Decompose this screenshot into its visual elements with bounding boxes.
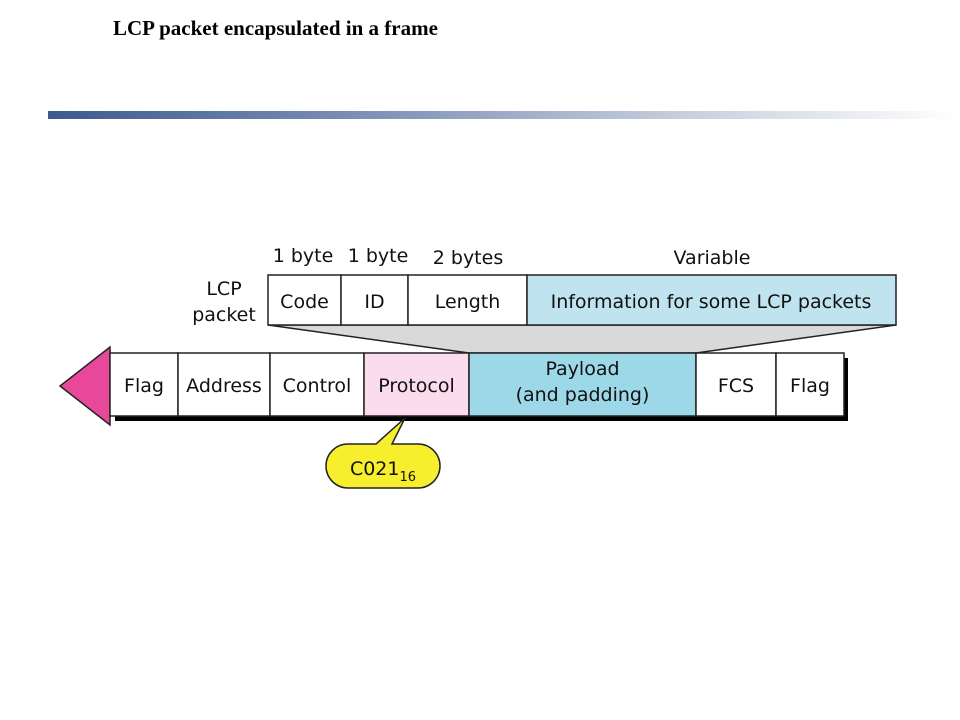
frame-control	[269, 352, 365, 417]
callout-value-subscript: 16	[400, 470, 417, 485]
field-information	[526, 274, 897, 326]
lcp-label-line1: LCP	[206, 278, 241, 300]
callout-value-main: C021	[350, 458, 400, 480]
frame-fcs-label: FCS	[718, 375, 754, 397]
size-label-information: Variable	[674, 247, 751, 269]
frame-protocol-label: Protocol	[378, 375, 455, 397]
lcp-label-line2: packet	[192, 304, 256, 326]
field-code	[267, 274, 342, 326]
field-length	[407, 274, 528, 326]
frame-protocol	[363, 352, 470, 417]
expansion-trapezoid	[267, 324, 897, 354]
frame-address-label: Address	[186, 375, 262, 397]
frame-flag-end	[775, 352, 845, 417]
frame-payload-label-line1: Payload	[545, 358, 619, 380]
frame-payload	[468, 352, 697, 417]
title-divider	[48, 111, 960, 119]
frame-flag-start-label: Flag	[124, 375, 164, 397]
frame-control-label: Control	[283, 375, 352, 397]
lcp-packet-row: Code ID Length Information for some LCP …	[267, 274, 897, 326]
callout-bubble	[325, 417, 441, 489]
protocol-value-callout: C02116	[325, 417, 441, 489]
callout-value: C02116	[350, 458, 416, 485]
field-information-label: Information for some LCP packets	[551, 291, 872, 313]
ppp-frame-row: Flag Address Control Protocol Payload (a…	[109, 352, 845, 417]
frame-address	[177, 352, 271, 417]
field-length-label: Length	[435, 291, 501, 313]
frame-direction-arrow	[58, 345, 111, 427]
frame-payload-label-line2: (and padding)	[516, 384, 650, 406]
field-code-label: Code	[280, 291, 329, 313]
size-label-code: 1 byte	[273, 245, 334, 267]
page-title: LCP packet encapsulated in a frame	[113, 16, 438, 40]
frame-fcs	[695, 352, 777, 417]
field-id-label: ID	[364, 291, 384, 313]
size-label-length: 2 bytes	[433, 247, 503, 269]
size-label-id: 1 byte	[348, 245, 409, 267]
frame-flag-start	[109, 352, 179, 417]
frame-flag-end-label: Flag	[790, 375, 830, 397]
